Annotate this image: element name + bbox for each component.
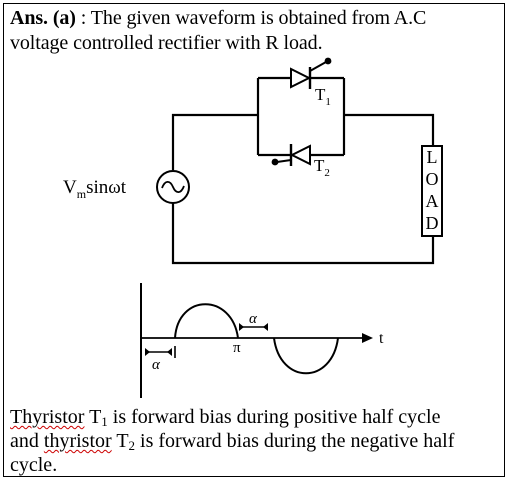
explanation-part1: is forward bias during positive half cyc… [107,406,441,428]
answer-box [3,3,505,477]
pi-label: π [233,340,241,356]
wire-left-top [171,113,258,170]
word-thyristor-2: thyristor [43,430,112,452]
explanation-text: Thyristor T1 is forward bias during posi… [10,405,506,477]
time-axis-label: t [379,330,384,347]
t2-ref: T2 [116,430,136,453]
load-box [421,145,443,237]
answer-line1: The given waveform is obtained from A.C [90,7,427,29]
circuit-diagram [171,76,435,265]
load-letter-a: A [426,191,439,211]
word-thyristor-1: Thyristor [10,406,85,428]
explanation-part2: is forward bias during the negative half [135,430,455,452]
t2-label: T2 [314,156,330,179]
load-letter-d: D [426,213,439,233]
answer-line2: voltage controlled rectifier with R load… [10,32,323,54]
source-label: Vmsinωt [63,177,127,201]
explanation-and: and [10,430,44,452]
wire-right-top [344,113,435,146]
ac-source-symbol [156,170,190,204]
alpha-label-bottom: α [152,357,161,373]
answer-label: Ans. (a) [10,7,76,29]
thyristor-t2-symbol [271,144,311,166]
load-letter-l: L [427,147,438,167]
negative-half-cycle [273,337,339,375]
answer-colon: : [80,7,87,29]
t1-label: T1 [315,85,331,108]
waveform-plot [140,283,373,398]
t1-ref: T1 [89,406,108,429]
load-letter-o: O [426,169,439,189]
alpha-label-top: α [249,311,258,327]
wire-left-bottom [171,203,435,265]
positive-half-cycle [174,303,239,339]
explanation-part3: cycle. [10,454,58,476]
thyristor-t1-symbol [290,57,332,89]
answer-heading: Ans. (a) : The given waveform is obtaine… [10,6,504,56]
time-axis-arrowhead [362,333,373,343]
